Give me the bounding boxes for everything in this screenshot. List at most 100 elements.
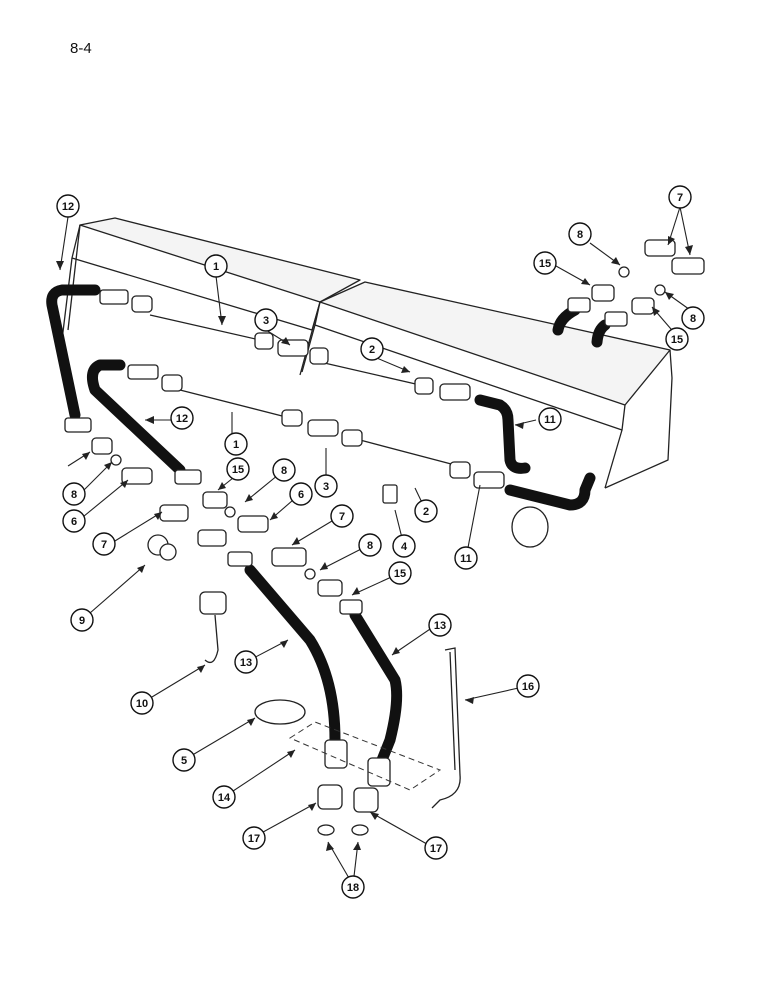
svg-text:17: 17 [430,843,442,855]
bracket-4 [382,484,398,504]
svg-text:7: 7 [677,192,683,204]
svg-text:13: 13 [434,620,446,632]
callout-8-top: 8 [568,222,592,246]
callout-7-left: 7 [92,532,116,556]
callout-13-left: 13 [234,650,258,674]
svg-text:13: 13 [240,657,252,669]
hose-11-right [474,394,531,474]
callout-8-left: 8 [62,482,86,506]
callout-15-right: 15 [665,327,689,351]
callout-10: 10 [130,691,154,715]
callout-9: 9 [70,608,94,632]
hose-7-b [591,319,611,348]
callout-7-top: 7 [668,185,692,209]
callout-6-center: 6 [289,482,313,506]
clamp-5 [254,699,306,725]
callout-5: 5 [172,748,196,772]
callout-4: 4 [392,534,416,558]
mount-plate-14 [288,721,442,791]
callout-15-top: 15 [533,251,557,275]
callout-2-mid: 2 [414,499,438,523]
hose-12-lower [86,359,186,476]
callout-14: 14 [212,785,236,809]
tube-upper [149,314,421,386]
callout-12-top: 12 [56,194,80,218]
svg-text:15: 15 [671,334,683,346]
svg-text:8: 8 [281,465,287,477]
svg-text:2: 2 [423,506,429,518]
callout-12-mid: 12 [170,406,194,430]
callout-13-right: 13 [428,613,452,637]
svg-text:15: 15 [232,464,244,476]
svg-text:12: 12 [176,413,188,425]
clamp-11-ring [511,506,549,548]
fitting-group-lower-left [127,364,183,392]
rod-16 [431,647,461,809]
fitting-group-left-stack [64,417,189,522]
fitting-group-11-lower [449,461,505,489]
svg-text:14: 14 [218,792,231,804]
callout-15-lower: 15 [388,561,412,585]
clip-9 [147,534,177,561]
svg-text:8: 8 [690,313,696,325]
page-number: 8-4 [70,40,92,57]
svg-text:8: 8 [367,540,373,552]
callout-2-top: 2 [360,337,384,361]
callout-6-left: 6 [62,509,86,533]
svg-text:6: 6 [71,516,77,528]
right-reservoir-box [301,281,673,489]
svg-text:12: 12 [62,201,74,213]
svg-text:8: 8 [71,489,77,501]
svg-text:4: 4 [401,541,408,553]
svg-text:18: 18 [347,882,359,894]
fitting-group-upper-left [99,289,153,313]
svg-text:16: 16 [522,681,534,693]
hose-12-upper [46,284,101,421]
svg-text:15: 15 [394,568,406,580]
fitting-group-3-upper [254,332,329,365]
hose-13-right [349,609,403,766]
hose-13-left [244,564,341,746]
callout-11-right: 11 [538,407,562,431]
svg-text:8: 8 [577,229,583,241]
svg-text:15: 15 [539,258,551,270]
callout-8-right: 8 [681,306,705,330]
svg-text:3: 3 [263,315,269,327]
callout-18: 18 [341,875,365,899]
svg-text:17: 17 [248,833,260,845]
svg-text:3: 3 [323,481,329,493]
svg-text:7: 7 [339,511,345,523]
clip-10 [199,591,227,664]
callouts: 12 1 3 2 11 7 8 15 8 15 12 1 3 15 8 6 7 … [56,185,705,899]
svg-text:11: 11 [544,414,556,426]
callout-3-mid: 3 [314,474,338,498]
svg-text:6: 6 [298,489,304,501]
svg-text:1: 1 [213,261,219,273]
callout-1-mid: 1 [224,432,248,456]
fitting-group-top-right [567,239,705,327]
callout-17-right: 17 [424,836,448,860]
fitting-group-bottom-couplers [317,739,391,836]
svg-text:5: 5 [181,755,187,767]
svg-text:7: 7 [101,539,107,551]
callout-15-center: 15 [226,457,250,481]
callout-8-center: 8 [272,458,296,482]
callout-1-top: 1 [204,254,228,278]
callout-8-lower: 8 [358,533,382,557]
svg-text:11: 11 [460,553,472,565]
svg-text:1: 1 [233,439,239,451]
svg-text:10: 10 [136,698,148,710]
fitting-group-3-lower [281,409,363,447]
svg-text:2: 2 [369,344,375,356]
tube-lower [179,389,456,466]
fitting-group-right [414,377,471,401]
callout-7-center: 7 [330,504,354,528]
hose-11-lower [504,472,596,511]
callout-3-top: 3 [254,308,278,332]
fitting-group-center-stack [174,469,363,615]
callout-17-left: 17 [242,826,266,850]
svg-text:9: 9 [79,615,85,627]
callout-16: 16 [516,674,540,698]
callout-11-lower: 11 [454,546,478,570]
